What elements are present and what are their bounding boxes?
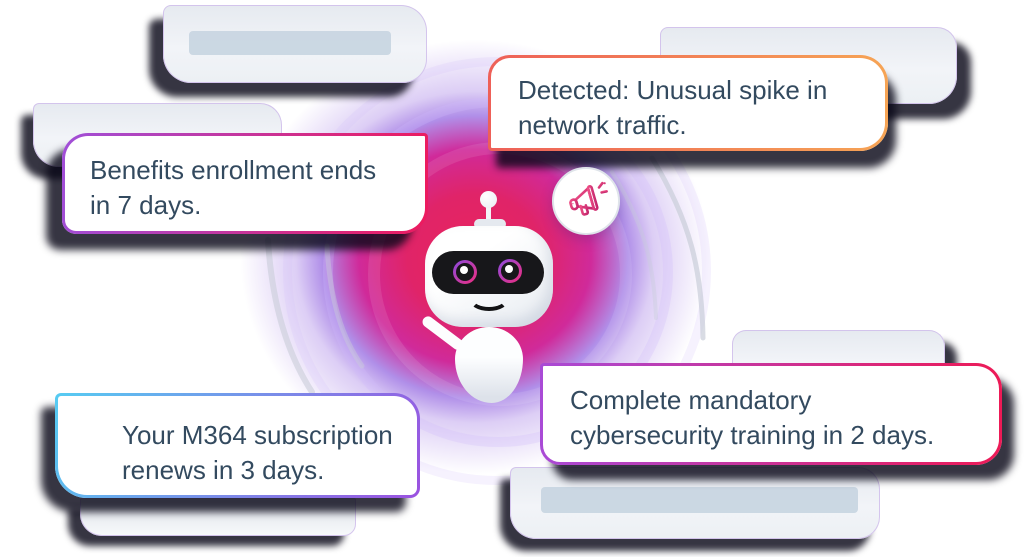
notification-text-line: Your M364 subscription (122, 420, 393, 450)
robot-antenna (486, 205, 491, 223)
notification-text-line: Complete mandatory (570, 385, 812, 415)
robot-cap (474, 219, 506, 229)
placeholder-bubble-top (163, 5, 427, 83)
notification-network-traffic: Detected: Unusual spike in network traff… (488, 55, 888, 151)
notification-text-line: Benefits enrollment ends (90, 155, 377, 185)
robot-eye-left (453, 260, 477, 284)
robot-smile (469, 287, 509, 311)
notification-benefits: Benefits enrollment ends in 7 days. (62, 133, 428, 234)
placeholder-bubble-bottom-left (80, 498, 356, 536)
notification-training: Complete mandatory cybersecurity trainin… (540, 363, 1002, 465)
robot-body (455, 327, 523, 403)
robot-mascot (410, 185, 570, 415)
notification-text-line: network traffic. (518, 110, 687, 140)
placeholder-bubble-bottom (510, 467, 880, 539)
robot-pupil (460, 266, 468, 274)
announcement-badge (552, 167, 620, 235)
notification-text-line: Detected: Unusual spike in (518, 75, 828, 105)
decorative-ring (283, 57, 711, 485)
placeholder-text-bar (541, 487, 858, 513)
robot-antenna-ball (480, 191, 497, 208)
robot-eye-right (498, 259, 522, 283)
placeholder-text-bar (189, 31, 391, 55)
notification-text-line: cybersecurity training in 2 days. (570, 420, 935, 450)
robot-visor (432, 251, 544, 294)
robot-pupil (505, 265, 513, 273)
notification-text-line: in 7 days. (90, 190, 202, 220)
notification-text-line: renews in 3 days. (122, 455, 325, 485)
notification-subscription: Your M364 subscription renews in 3 days. (55, 393, 420, 498)
megaphone-icon (569, 181, 608, 216)
